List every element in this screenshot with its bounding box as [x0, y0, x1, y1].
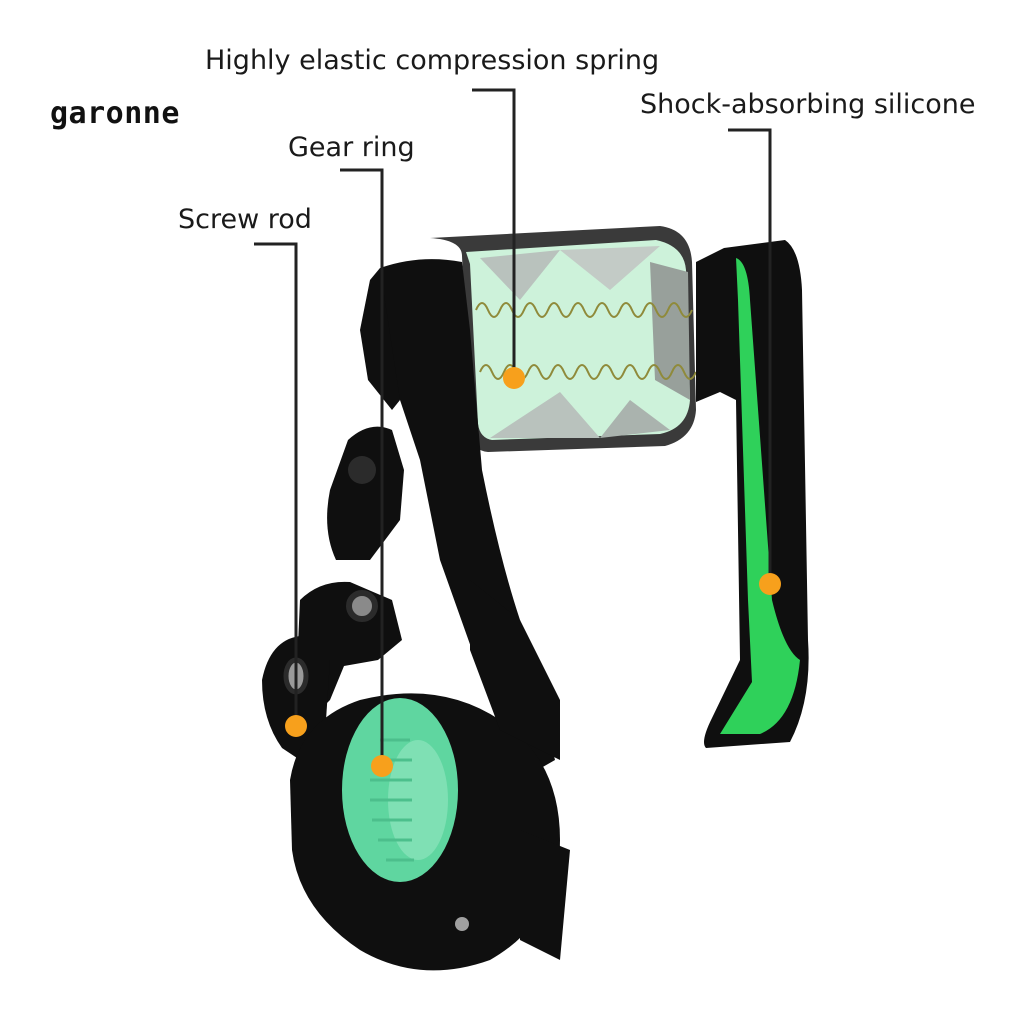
gear-ring	[342, 698, 458, 882]
brand-logo: garonne	[50, 96, 180, 131]
label-silicone: Shock-absorbing silicone	[640, 89, 976, 120]
right-clamp-arm	[696, 240, 809, 748]
label-compression-spring: Highly elastic compression spring	[205, 45, 660, 76]
leader-lines	[254, 88, 772, 766]
spring-housing	[430, 226, 696, 452]
callout-markers	[285, 367, 781, 777]
label-screw-rod: Screw rod	[178, 204, 312, 235]
label-gear-ring: Gear ring	[288, 132, 415, 163]
